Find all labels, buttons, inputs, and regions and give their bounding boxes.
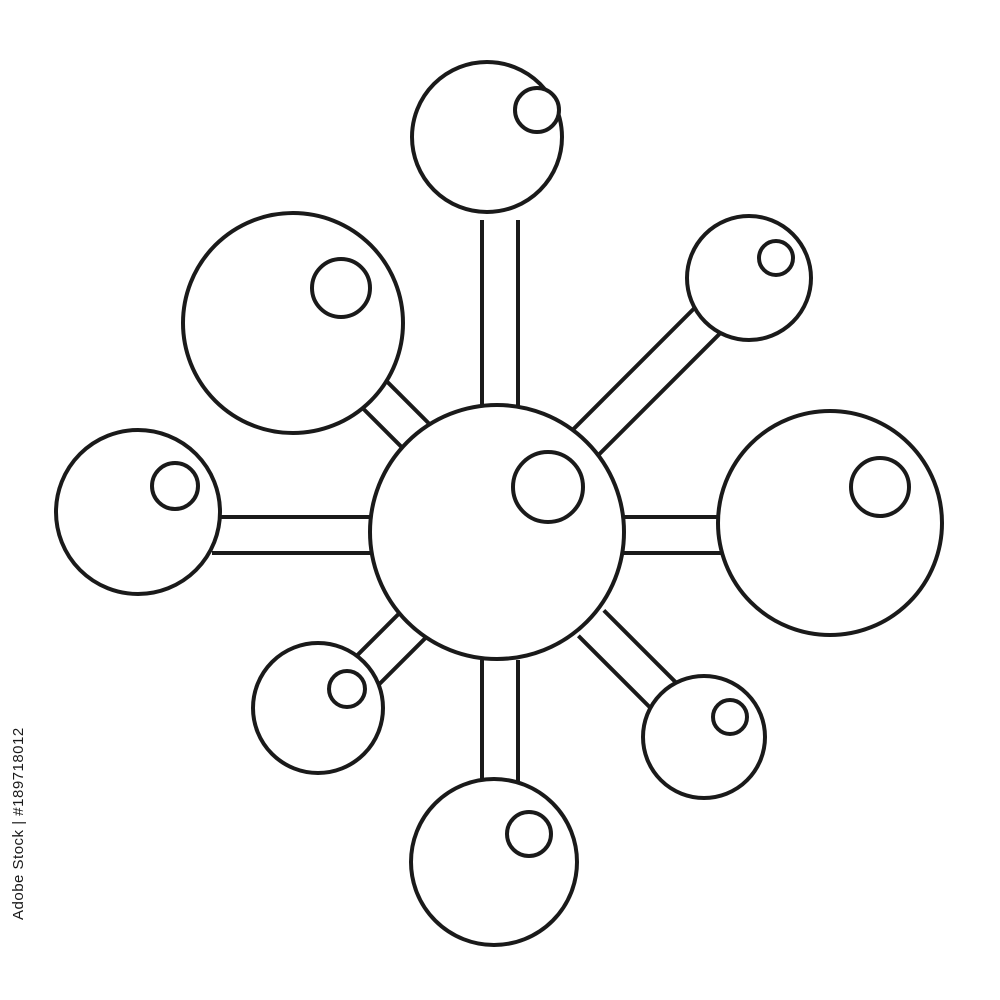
bond-top [480,215,520,410]
bond-top-left [359,379,431,451]
atom-bottom [409,777,579,947]
atom-bottom-left [251,641,385,775]
atom-top-right [685,214,813,342]
stock-watermark: Adobe Stock | #189718012 [10,727,27,920]
bond-right [620,515,725,555]
bond-bottom-right [576,608,684,716]
atom-top [410,60,564,214]
atom-bottom-right [641,674,767,800]
atom-center [368,403,626,661]
atom-top-left [181,211,405,435]
bond-left [210,515,380,555]
atom-right [716,409,944,637]
bond-bottom [480,655,520,785]
bond-top-right [572,300,728,456]
atom-left [54,428,222,596]
